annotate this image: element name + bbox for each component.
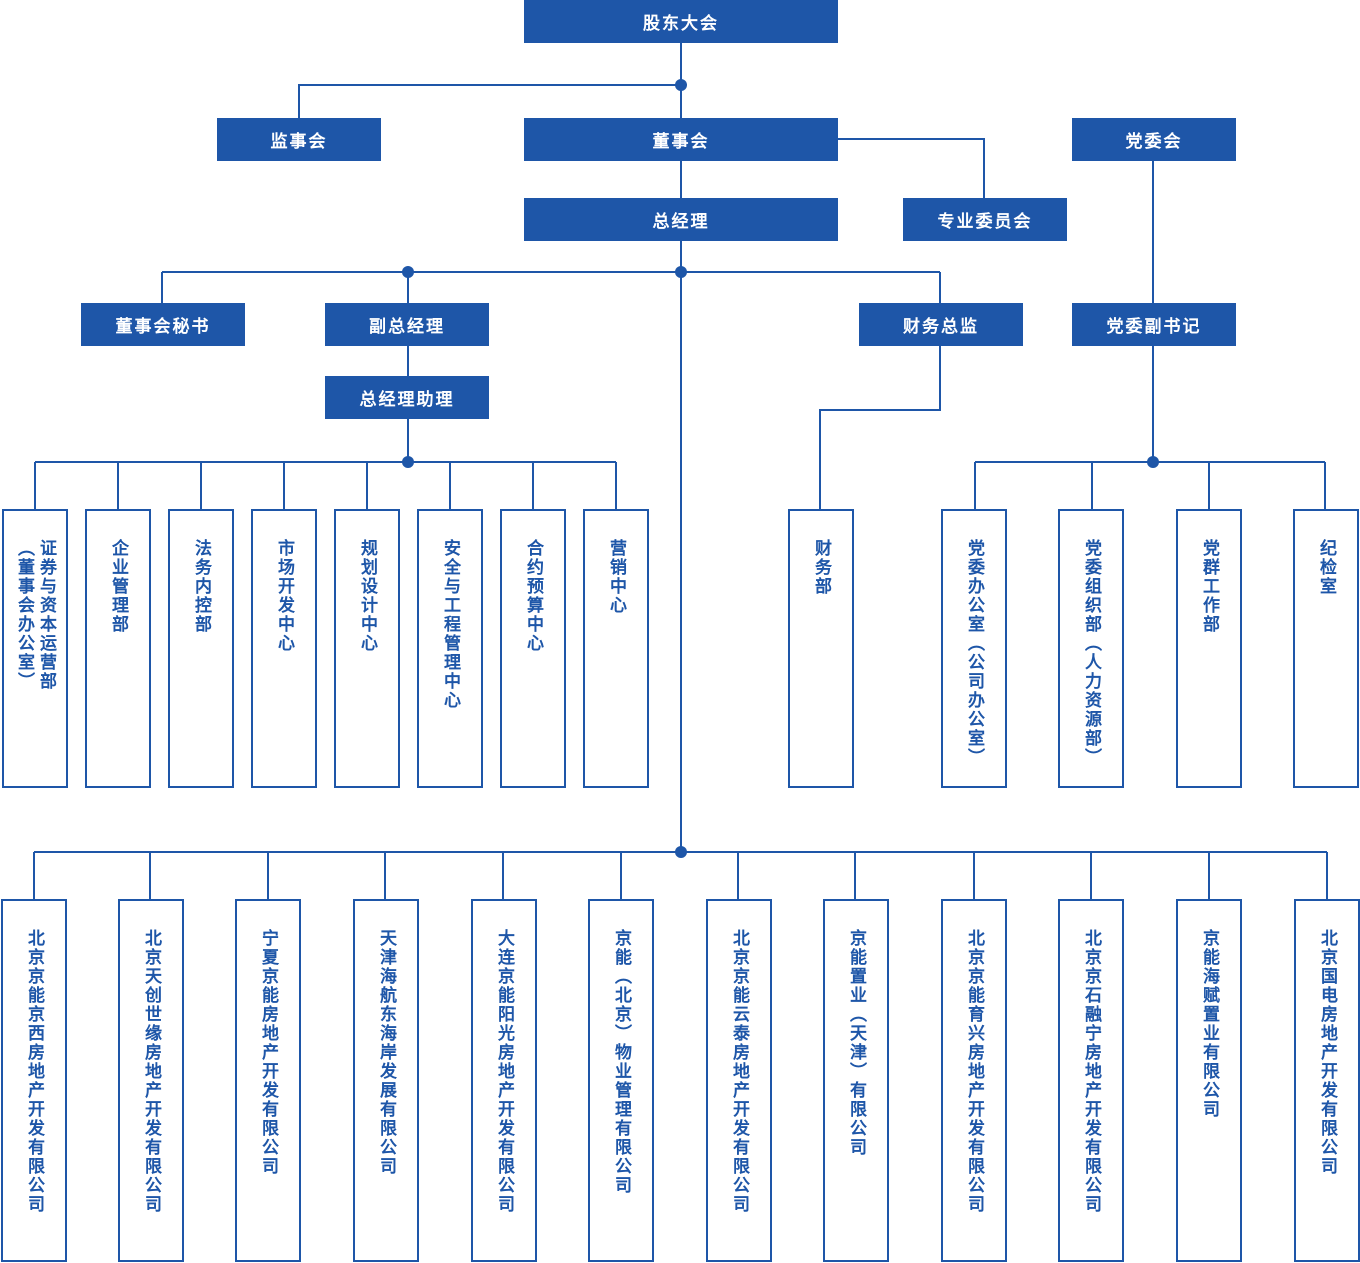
subsidiary-box: 北京天创世缘房地产开发有限公司 [118, 899, 184, 1262]
subsidiary-box: 北京京石融宁房地产开发有限公司 [1058, 899, 1124, 1262]
subsidiary-box: 大连京能阳光房地产开发有限公司 [471, 899, 537, 1262]
subsidiary-box: 宁夏京能房地产开发有限公司 [235, 899, 301, 1262]
subsidiary-label: 天津海航东海岸发展有限公司 [376, 929, 396, 1176]
dept-label: 财务部 [811, 539, 831, 596]
dept-safety-engineering: 安全与工程管理中心 [417, 509, 483, 788]
dept-contract-budget: 合约预算中心 [500, 509, 566, 788]
dept-label: 市场开发中心 [274, 539, 294, 653]
subsidiary-label: 北京国电房地产开发有限公司 [1317, 929, 1337, 1176]
subsidiary-label: 北京京能京西房地产开发有限公司 [24, 929, 44, 1214]
party-deputy-secretary-box: 党委副书记 [1072, 303, 1236, 346]
subsidiary-label: 大连京能阳光房地产开发有限公司 [494, 929, 514, 1214]
board-secretary-box: 董事会秘书 [81, 303, 245, 346]
cfo-box: 财务总监 [859, 303, 1023, 346]
gm-assistant-box: 总经理助理 [325, 376, 489, 419]
dept-label: 法务内控部 [191, 539, 211, 634]
shareholders-meeting-box: 股东大会 [524, 0, 838, 43]
dept-label: 党群工作部 [1199, 539, 1219, 634]
dept-legal-internal-control: 法务内控部 [168, 509, 234, 788]
subsidiary-label: 京能海赋置业有限公司 [1199, 929, 1219, 1119]
dept-securities-capital: 证券与资本运营部 （董事会办公室） [2, 509, 68, 788]
board-of-directors-box: 董事会 [524, 118, 838, 161]
dept-label: 合约预算中心 [523, 539, 543, 653]
party-dept-discipline: 纪检室 [1293, 509, 1359, 788]
subsidiary-label: 北京天创世缘房地产开发有限公司 [141, 929, 161, 1214]
supervisory-board-box: 监事会 [217, 118, 381, 161]
subsidiary-box: 北京京能京西房地产开发有限公司 [1, 899, 67, 1262]
dept-label: 营销中心 [606, 539, 626, 615]
dept-marketing: 营销中心 [583, 509, 649, 788]
party-dept-organization: 党委组织部（人力资源部） [1058, 509, 1124, 788]
dept-label: 安全与工程管理中心 [440, 539, 460, 710]
dept-label: 规划设计中心 [357, 539, 377, 653]
dept-label: 党委组织部（人力资源部） [1081, 539, 1101, 767]
dept-finance: 财务部 [788, 509, 854, 788]
dept-label: 企业管理部 [108, 539, 128, 634]
party-dept-office: 党委办公室（公司办公室） [941, 509, 1007, 788]
subsidiary-label: 北京京石融宁房地产开发有限公司 [1081, 929, 1101, 1214]
dept-label: 党委办公室（公司办公室） [964, 539, 984, 767]
subsidiary-label: 北京京能育兴房地产开发有限公司 [964, 929, 984, 1214]
deputy-gm-box: 副总经理 [325, 303, 489, 346]
subsidiary-box: 京能海赋置业有限公司 [1176, 899, 1242, 1262]
special-committee-box: 专业委员会 [903, 198, 1067, 241]
subsidiary-label: 京能置业（天津）有限公司 [846, 929, 866, 1157]
dept-enterprise-management: 企业管理部 [85, 509, 151, 788]
subsidiary-box: 京能置业（天津）有限公司 [823, 899, 889, 1262]
party-dept-mass-work: 党群工作部 [1176, 509, 1242, 788]
dept-market-development: 市场开发中心 [251, 509, 317, 788]
subsidiary-box: 京能（北京）物业管理有限公司 [588, 899, 654, 1262]
subsidiary-label: 京能（北京）物业管理有限公司 [611, 929, 631, 1195]
general-manager-box: 总经理 [524, 198, 838, 241]
dept-label: 证券与资本运营部 （董事会办公室） [14, 539, 56, 691]
dept-planning-design: 规划设计中心 [334, 509, 400, 788]
subsidiary-label: 宁夏京能房地产开发有限公司 [258, 929, 278, 1176]
subsidiary-box: 北京京能云泰房地产开发有限公司 [706, 899, 772, 1262]
party-committee-box: 党委会 [1072, 118, 1236, 161]
subsidiary-box: 天津海航东海岸发展有限公司 [353, 899, 419, 1262]
subsidiary-box: 北京京能育兴房地产开发有限公司 [941, 899, 1007, 1262]
subsidiary-box: 北京国电房地产开发有限公司 [1294, 899, 1360, 1262]
subsidiary-label: 北京京能云泰房地产开发有限公司 [729, 929, 749, 1214]
dept-label: 纪检室 [1316, 539, 1336, 596]
